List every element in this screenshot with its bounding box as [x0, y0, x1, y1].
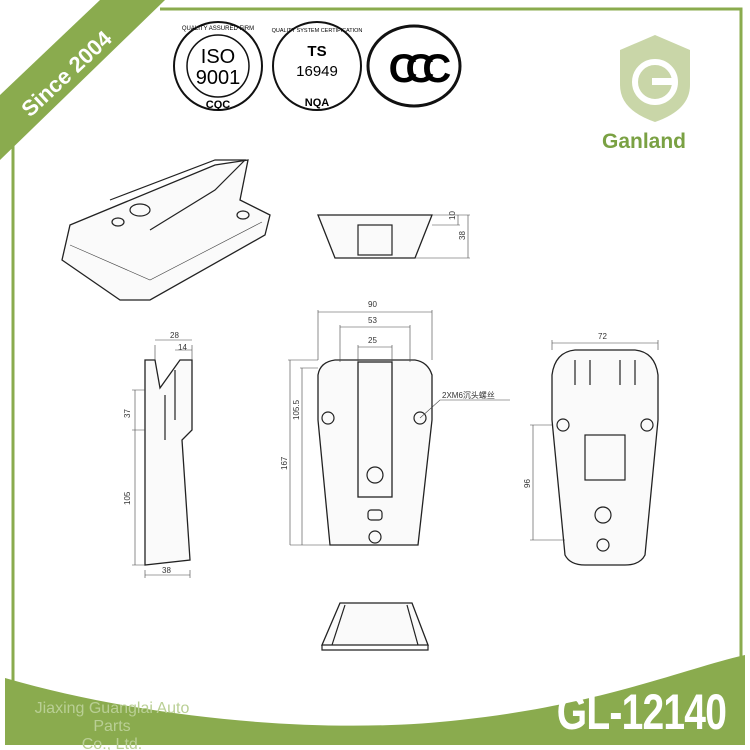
isometric-view — [61, 159, 271, 301]
company-line-2: Co., Ltd. — [81, 736, 143, 750]
svg-text:9001: 9001 — [196, 67, 241, 89]
svg-text:38: 38 — [458, 231, 467, 240]
svg-text:96: 96 — [523, 479, 532, 488]
ts-16949-badge: TS 16949 QUALITY SYSTEM CERTIFICATION NQ… — [272, 21, 363, 111]
svg-text:72: 72 — [598, 332, 607, 341]
frame-border — [11, 7, 743, 740]
svg-text:28: 28 — [170, 331, 179, 340]
svg-text:NQA: NQA — [305, 97, 330, 109]
company-name: Jiaxing Guanglai Auto Parts Co., Ltd. — [22, 700, 202, 750]
svg-text:10: 10 — [448, 211, 457, 220]
svg-text:2XM6沉头螺丝: 2XM6沉头螺丝 — [442, 390, 495, 400]
svg-text:105: 105 — [123, 491, 132, 505]
svg-text:53: 53 — [368, 316, 377, 325]
svg-text:QUALITY ASSURED FIRM: QUALITY ASSURED FIRM — [182, 26, 254, 32]
iso-9001-badge: ISO 9001 QUALITY ASSURED FIRM CQC — [173, 21, 263, 111]
company-line-1: Jiaxing Guanglai Auto Parts — [34, 700, 190, 735]
svg-text:105.5: 105.5 — [292, 399, 301, 420]
svg-text:14: 14 — [178, 343, 187, 352]
back-view: 72 96 — [523, 332, 659, 566]
bottom-wave — [5, 655, 745, 745]
since-2004-ribbon: Since 2004 — [0, 0, 165, 160]
svg-text:38: 38 — [162, 566, 171, 575]
svg-text:CQC: CQC — [206, 99, 231, 111]
side-view: 28 14 37 105 38 — [123, 331, 193, 578]
svg-text:ISO: ISO — [201, 46, 235, 68]
svg-text:16949: 16949 — [296, 63, 338, 80]
front-view: 90 53 25 105.5 167 2XM6沉头螺丝 — [280, 300, 510, 546]
model-number: GL-12140 — [556, 684, 727, 740]
brand-name: Ganland — [602, 130, 687, 153]
svg-text:167: 167 — [280, 456, 289, 470]
ganland-logo-icon — [620, 35, 690, 122]
bottom-view — [321, 602, 429, 651]
svg-text:25: 25 — [368, 336, 377, 345]
ccc-badge: CCC — [366, 24, 462, 108]
svg-text:90: 90 — [368, 300, 377, 309]
svg-text:QUALITY SYSTEM CERTIFICATION: QUALITY SYSTEM CERTIFICATION — [272, 28, 363, 34]
svg-text:TS: TS — [307, 43, 326, 60]
top-view: 10 38 — [317, 211, 470, 259]
svg-text:37: 37 — [123, 409, 132, 418]
